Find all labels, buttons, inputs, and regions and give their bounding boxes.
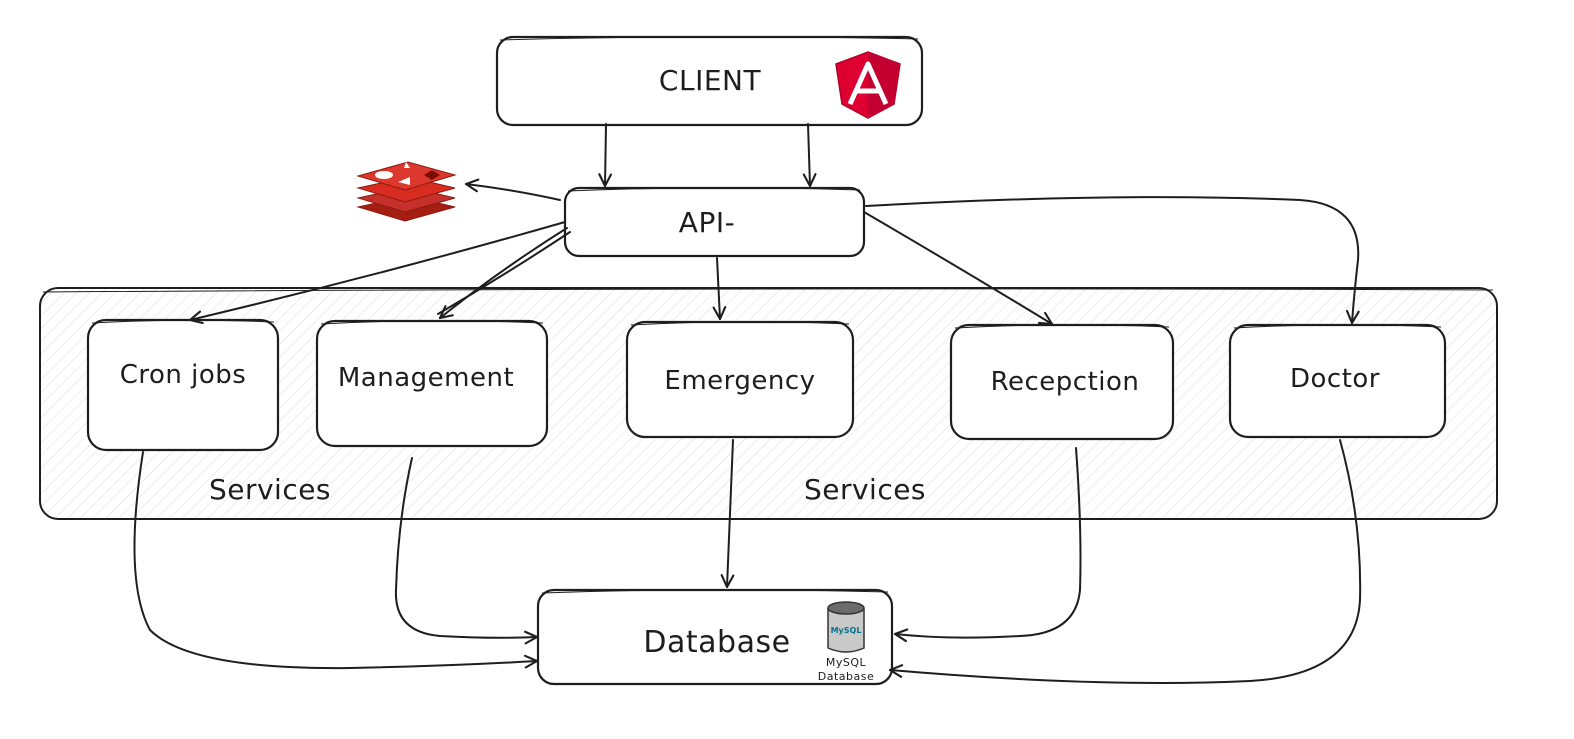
edge-api-redis [466, 184, 561, 201]
mysql-logo-text: MySQL [831, 626, 862, 635]
edge-management-database [394, 457, 537, 638]
edge-emergency-database [727, 439, 733, 587]
edge-client-api-left [605, 123, 606, 186]
api-label: API- [679, 206, 735, 239]
api-node[interactable]: API- [563, 186, 866, 258]
edge-doctor-database [890, 439, 1362, 684]
edge-api-cron-jobs [190, 221, 566, 320]
service-label-recepction: Recepction [991, 367, 1140, 397]
service-label-cron-jobs: Cron jobs [120, 360, 247, 390]
database-node[interactable]: Database MySQL MySQL Database [536, 588, 894, 686]
edge-api-recepction [863, 211, 1052, 324]
service-label-management: Management [338, 363, 514, 393]
edge-api-management-b [437, 231, 571, 315]
redis-logo-icon [356, 161, 457, 222]
database-label: Database [643, 625, 790, 660]
service-recepction[interactable]: Recepction [949, 323, 1175, 441]
service-management[interactable]: Management [315, 319, 549, 448]
angular-logo-icon [835, 51, 901, 119]
services-group-label-2: Services [804, 473, 926, 506]
edge-api-doctor [865, 196, 1358, 323]
edge-cron-jobs-database [133, 451, 537, 670]
edge-recepction-database [895, 447, 1082, 638]
client-label: CLIENT [659, 64, 762, 97]
service-label-doctor: Doctor [1290, 364, 1380, 394]
service-emergency[interactable]: Emergency [625, 320, 855, 439]
service-doctor[interactable]: Doctor [1228, 323, 1447, 439]
mysql-database-icon: MySQL MySQL Database [818, 601, 875, 683]
mysql-caption-line1: MySQL [826, 656, 867, 669]
edge-api-management-a [440, 227, 568, 318]
edge-api-emergency [717, 257, 720, 319]
edge-client-api-right [808, 123, 810, 186]
services-group-label-1: Services [209, 473, 331, 506]
mysql-caption-line2: Database [818, 670, 875, 683]
client-node[interactable]: CLIENT [495, 35, 924, 127]
service-cron-jobs[interactable]: Cron jobs [86, 318, 280, 452]
service-label-emergency: Emergency [664, 366, 815, 396]
edges [133, 123, 1362, 684]
